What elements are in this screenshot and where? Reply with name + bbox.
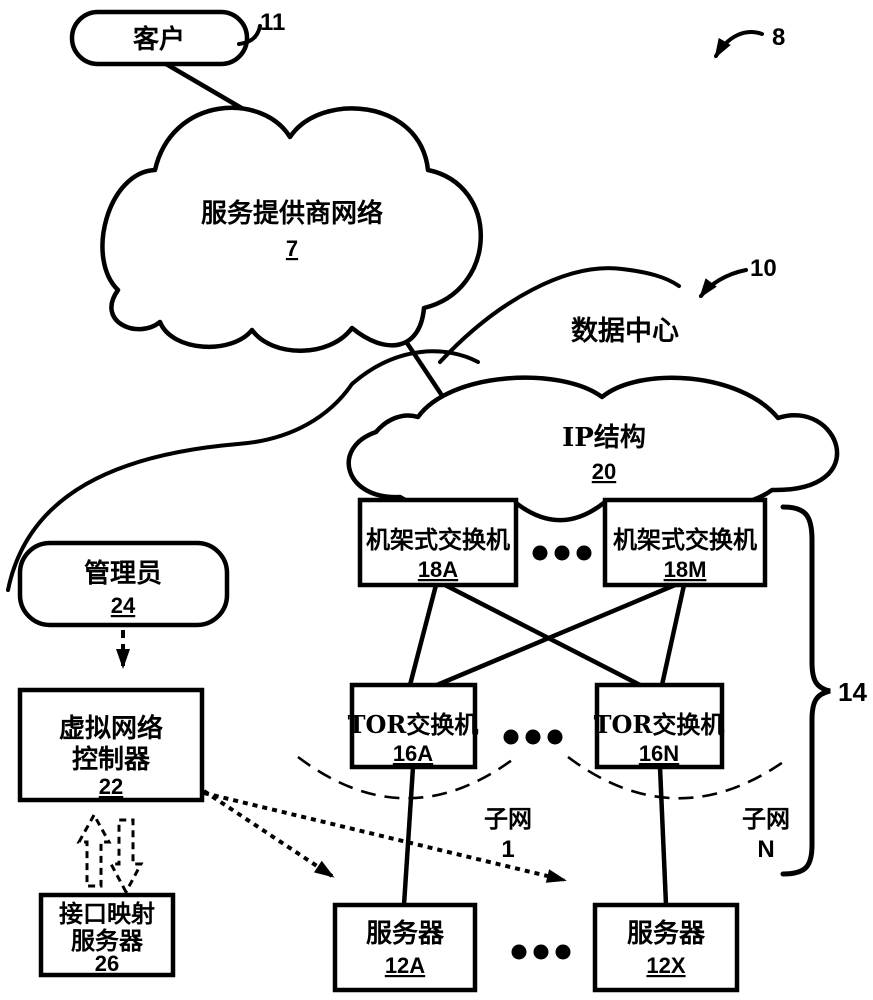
server-ellipsis-icon: [511, 944, 571, 960]
client-to-network-line: [159, 59, 252, 115]
tor-switch-16n-label: TOR交换机: [594, 710, 725, 739]
switch-group-ref: 14: [838, 677, 867, 707]
rack18m-to-tor16a-line: [436, 582, 676, 688]
tor16n-to-server12x-line: [657, 766, 669, 906]
switch-group-brace: [780, 504, 831, 877]
subnet-1-arc: [297, 755, 513, 800]
figure-ref: 8: [772, 24, 785, 51]
tor16a-to-server12a-line: [401, 766, 416, 906]
rack-switch-18a-label: 机架式交换机: [366, 525, 510, 554]
service-provider-network-cloud: [100, 105, 483, 353]
service-provider-network-label: 服务提供商网络: [201, 198, 383, 229]
client-node: [69, 9, 250, 67]
data-center-cloud-boundary-top: [438, 266, 681, 364]
virtual-network-controller-box: [17, 687, 205, 803]
tor-switch-16a-ref: 16A: [393, 741, 433, 766]
tor-switch-16n-ref: 16N: [639, 741, 679, 766]
rack18m-to-tor16n-line: [659, 584, 687, 686]
server-12x-ref: 12X: [646, 953, 685, 978]
server-12x-box: [592, 902, 740, 993]
rack-switch-18m-label: 机架式交换机: [613, 525, 757, 554]
server-12a-ref: 12A: [385, 953, 425, 978]
subnet-1-label: 子网: [484, 804, 532, 833]
ip-fabric-ref: 20: [592, 459, 616, 484]
ip-fabric-label: IP结构: [562, 423, 646, 453]
figure-ref-arrow: [714, 30, 764, 59]
rack-switch-18m-box: [602, 497, 768, 588]
subnet-n-arc: [567, 755, 787, 800]
admin-label: 管理员: [84, 559, 162, 589]
ifmap-down-arrow: [108, 818, 144, 896]
client-ref-hook: [237, 24, 262, 46]
client-label: 客户: [133, 24, 185, 55]
tor-switch-16n-box: [594, 682, 725, 770]
tor-switch-16a-box: [349, 682, 478, 770]
interface-mapping-server-box: [38, 892, 176, 978]
server-12a-label: 服务器: [366, 919, 445, 949]
rack-switch-18a-box: [357, 497, 519, 588]
admin-node: [17, 540, 230, 628]
data-center-ref: 10: [750, 255, 777, 282]
interface-mapping-server-label-line2: 服务器: [71, 926, 144, 955]
client-ref: 11: [260, 9, 285, 36]
tor-switch-ellipsis-icon: [503, 729, 563, 745]
rack-switch-18a-ref: 18A: [418, 557, 458, 582]
server-12a-box: [332, 902, 478, 993]
data-center-label: 数据中心: [571, 316, 679, 347]
rack-switch-18m-ref: 18M: [664, 557, 707, 582]
server-12x-label: 服务器: [627, 919, 706, 949]
subnet-n-label: 子网: [742, 804, 790, 833]
controller-to-server12x-arrow: [203, 791, 567, 883]
rack18a-to-tor16a-line: [407, 584, 439, 686]
data-center-ref-arrow: [699, 268, 748, 299]
subnet-1-ref: 1: [501, 836, 514, 863]
interface-mapping-server-ref: 26: [95, 951, 119, 976]
admin-ref: 24: [111, 593, 136, 618]
rack18a-to-tor16n-line: [443, 582, 642, 688]
virtual-network-controller-ref: 22: [99, 774, 123, 799]
interface-mapping-server-label-line1: 接口映射: [59, 899, 155, 928]
virtual-network-controller-label-line1: 虚拟网络: [59, 713, 163, 744]
service-provider-network-ref: 7: [286, 236, 298, 261]
subnet-n-ref: N: [757, 836, 774, 863]
tor-switch-16a-label: TOR交换机: [348, 710, 479, 739]
ifmap-up-arrow: [76, 811, 112, 888]
rack-switch-ellipsis-icon: [532, 545, 592, 561]
virtual-network-controller-label-line2: 控制器: [72, 745, 151, 775]
